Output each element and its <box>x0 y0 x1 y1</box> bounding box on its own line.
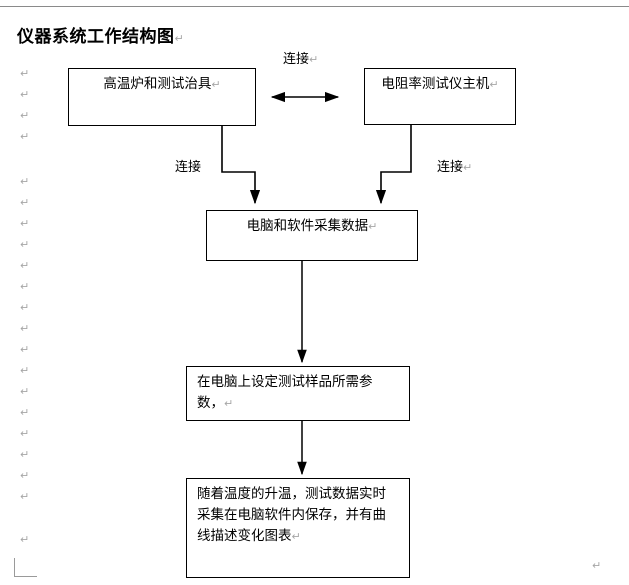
margin-pilcrow-icon: ↵ <box>20 427 30 440</box>
flow-node-label: 电脑和软件采集数据↵ <box>246 218 378 234</box>
margin-pilcrow-icon: ↵ <box>20 448 30 461</box>
pilcrow-icon: ↵ <box>368 220 378 233</box>
margin-pilcrow-icon: ↵ <box>20 280 30 293</box>
flow-node-label: 高温炉和测试治具↵ <box>103 76 221 92</box>
margin-pilcrow-icon: ↵ <box>20 175 30 188</box>
bottom-right-pilcrow-icon: ↵ <box>592 559 602 572</box>
margin-pilcrow-icon: ↵ <box>20 130 30 143</box>
flow-node-acquire: 电脑和软件采集数据↵ <box>206 210 418 261</box>
pilcrow-icon: ↵ <box>211 78 221 91</box>
page-title: 仪器系统工作结构图↵ <box>17 22 184 47</box>
margin-pilcrow-icon: ↵ <box>20 322 30 335</box>
pilcrow-icon: ↵ <box>309 53 319 66</box>
edge-label-label-right: 连接↵ <box>437 160 473 175</box>
flow-node-record: 随着温度的升温，测试数据实时 采集在电脑软件内保存，并有曲 线描述变化图表↵ <box>186 478 410 578</box>
margin-pilcrow-icon: ↵ <box>20 67 30 80</box>
margin-pilcrow-icon: ↵ <box>20 238 30 251</box>
flow-node-label: 随着温度的升温，测试数据实时 采集在电脑软件内保存，并有曲 线描述变化图表↵ <box>197 486 386 544</box>
flow-node-furnace: 高温炉和测试治具↵ <box>68 68 256 126</box>
margin-corner-marker <box>14 558 37 577</box>
pilcrow-icon: ↵ <box>291 530 301 543</box>
margin-pilcrow-icon: ↵ <box>20 301 30 314</box>
margin-pilcrow-icon: ↵ <box>20 469 30 482</box>
margin-pilcrow-icon: ↵ <box>20 364 30 377</box>
margin-pilcrow-icon: ↵ <box>20 109 30 122</box>
edge-tester-acquire <box>375 125 412 205</box>
edge-label-label-left: 连接 <box>175 160 202 175</box>
pilcrow-icon: ↵ <box>489 78 499 91</box>
margin-pilcrow-icon: ↵ <box>20 490 30 503</box>
flow-node-params: 在电脑上设定测试样品所需参 数，↵ <box>186 366 410 421</box>
edge-furnace-acquire <box>221 126 261 205</box>
margin-pilcrow-icon: ↵ <box>20 196 30 209</box>
margin-pilcrow-icon: ↵ <box>20 217 30 230</box>
margin-pilcrow-icon: ↵ <box>20 385 30 398</box>
flow-node-tester: 电阻率测试仪主机↵ <box>364 68 516 125</box>
margin-pilcrow-icon: ↵ <box>20 406 30 419</box>
margin-pilcrow-icon: ↵ <box>20 343 30 356</box>
page-top-rule <box>0 6 629 7</box>
page-title-text: 仪器系统工作结构图 <box>17 27 175 47</box>
pilcrow-icon: ↵ <box>224 397 234 410</box>
pilcrow-icon: ↵ <box>463 161 473 174</box>
pilcrow-icon: ↵ <box>174 32 185 45</box>
margin-pilcrow-icon: ↵ <box>20 88 30 101</box>
edge-label-label-top: 连接↵ <box>283 52 319 67</box>
margin-pilcrow-icon: ↵ <box>20 259 30 272</box>
margin-pilcrow-icon: ↵ <box>20 533 30 546</box>
flow-node-label: 在电脑上设定测试样品所需参 数，↵ <box>197 374 373 411</box>
flow-node-label: 电阻率测试仪主机↵ <box>381 76 499 92</box>
